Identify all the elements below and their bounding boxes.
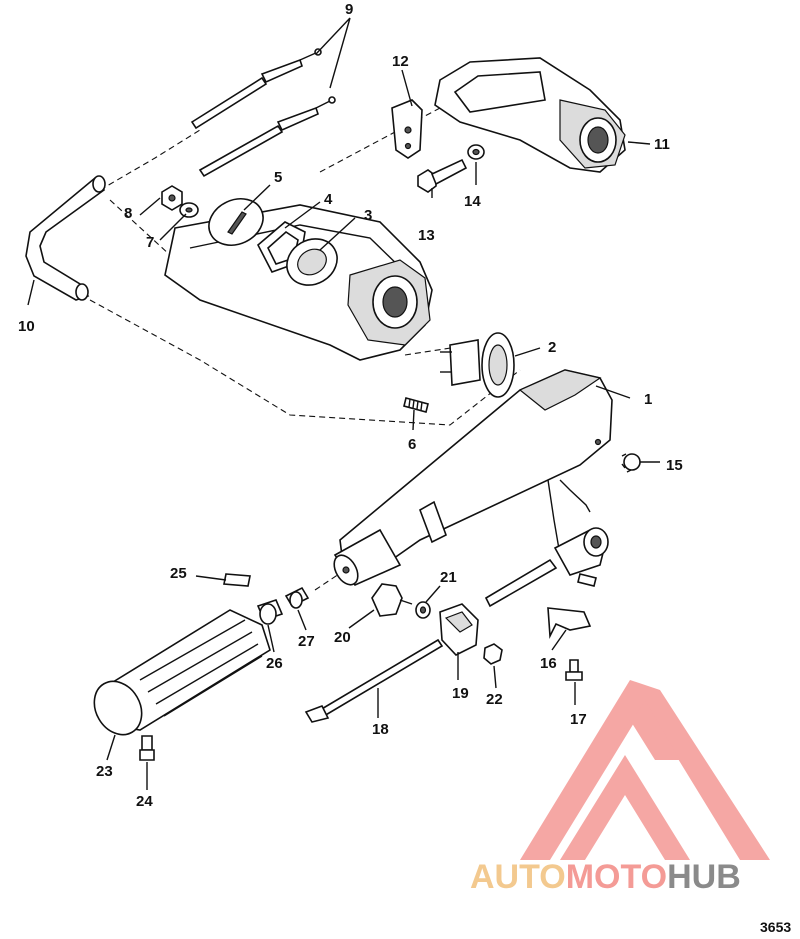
callout-14: 14 — [464, 193, 481, 210]
callout-26: 26 — [266, 655, 283, 672]
leader-lines — [27, 17, 660, 790]
part-8-nut — [161, 185, 183, 211]
part-17-screw — [565, 659, 583, 681]
part-12-clip — [391, 99, 423, 159]
callout-12: 12 — [392, 53, 409, 70]
callout-24: 24 — [136, 793, 153, 810]
part-23-grip — [93, 609, 271, 736]
callout-6: 6 — [408, 436, 416, 453]
callout-13: 13 — [418, 227, 435, 244]
part-19-block — [439, 603, 479, 656]
callout-8: 8 — [124, 205, 132, 222]
watermark-hub: HUB — [667, 858, 741, 896]
callout-11: 11 — [654, 136, 670, 153]
callout-5: 5 — [274, 169, 282, 186]
callout-2: 2 — [548, 339, 556, 356]
callout-19: 19 — [452, 685, 469, 702]
part-11-bracket — [434, 57, 626, 173]
part-21-washer — [415, 601, 431, 619]
part-22-nut — [483, 643, 503, 665]
callout-20: 20 — [334, 629, 351, 646]
callout-1: 1 — [644, 391, 652, 408]
callout-18: 18 — [372, 721, 389, 738]
callout-3: 3 — [364, 207, 372, 224]
part-20-knob — [371, 583, 413, 617]
watermark-moto: MOTO — [566, 858, 667, 896]
callout-22: 22 — [486, 691, 503, 708]
part-13-bolt — [417, 158, 468, 193]
callout-16: 16 — [540, 655, 557, 672]
callout-21: 21 — [440, 569, 457, 586]
part-24-screw — [139, 735, 155, 761]
callout-27: 27 — [298, 633, 315, 650]
callout-4: 4 — [324, 191, 333, 208]
figure-number: 3653 — [760, 919, 791, 935]
part-14-washer — [467, 144, 485, 160]
callout-17: 17 — [570, 711, 587, 728]
part-18-rod — [304, 638, 444, 723]
watermark-text: AUTOMOTOHUB — [470, 858, 741, 896]
callout-25: 25 — [170, 565, 187, 582]
part-1-tiller-handle — [333, 369, 613, 587]
part-26-bushing — [256, 599, 284, 625]
part-10-hose — [25, 175, 106, 301]
part-25-decal — [223, 573, 251, 587]
part-3-gasket — [286, 238, 338, 286]
part-7-washer — [179, 202, 199, 218]
callout-7: 7 — [146, 234, 154, 251]
throttle-shaft-assembly — [484, 527, 609, 608]
callout-10: 10 — [18, 318, 35, 335]
callout-labels: 1 2 3 4 5 6 7 8 9 10 11 12 13 14 15 16 1… — [18, 1, 683, 810]
part-27-pin — [284, 586, 310, 609]
callout-23: 23 — [96, 763, 113, 780]
callout-9: 9 — [345, 1, 353, 18]
part-16-bracket — [547, 607, 592, 639]
watermark-auto: AUTO — [470, 858, 566, 896]
part-6-stud — [403, 397, 429, 413]
part-9-cables — [190, 48, 336, 178]
part-15-plug — [621, 453, 641, 473]
part-2-bushing — [440, 332, 515, 398]
part-5-plate — [208, 198, 264, 246]
callout-15: 15 — [666, 457, 683, 474]
watermark-logo-icon — [520, 680, 770, 860]
